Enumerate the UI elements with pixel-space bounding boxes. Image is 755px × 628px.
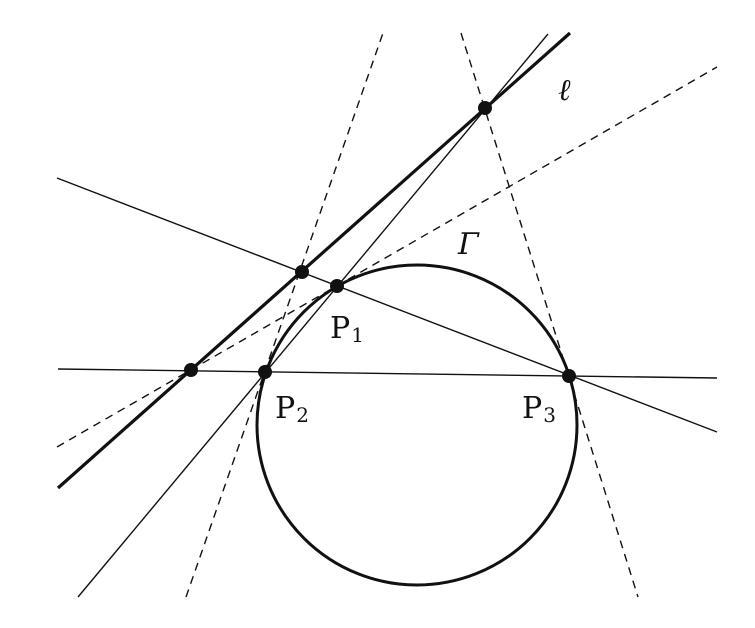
tangent-line-p1 [56, 66, 718, 448]
label-p1: P1 [330, 311, 364, 347]
tangent-line-p3 [460, 32, 639, 598]
label-p2: P2 [275, 391, 309, 427]
point-intersection-middle [295, 265, 309, 279]
label-p3: P3 [522, 391, 556, 427]
label-gamma: Γ [457, 227, 480, 262]
secant-line-p1-p3 [56, 177, 718, 433]
point-intersection-top [478, 101, 492, 115]
circle-gamma [255, 263, 579, 587]
point-intersection-left [184, 363, 198, 377]
line-ell [56, 31, 572, 490]
point-p3 [562, 369, 576, 383]
tangent-line-p2 [185, 32, 384, 598]
point-p2 [258, 365, 272, 379]
secant-line-p1-p2 [77, 33, 549, 598]
label-ell: ℓ [558, 73, 571, 108]
point-p1 [330, 279, 344, 293]
secant-line-p2-p3 [57, 368, 718, 379]
